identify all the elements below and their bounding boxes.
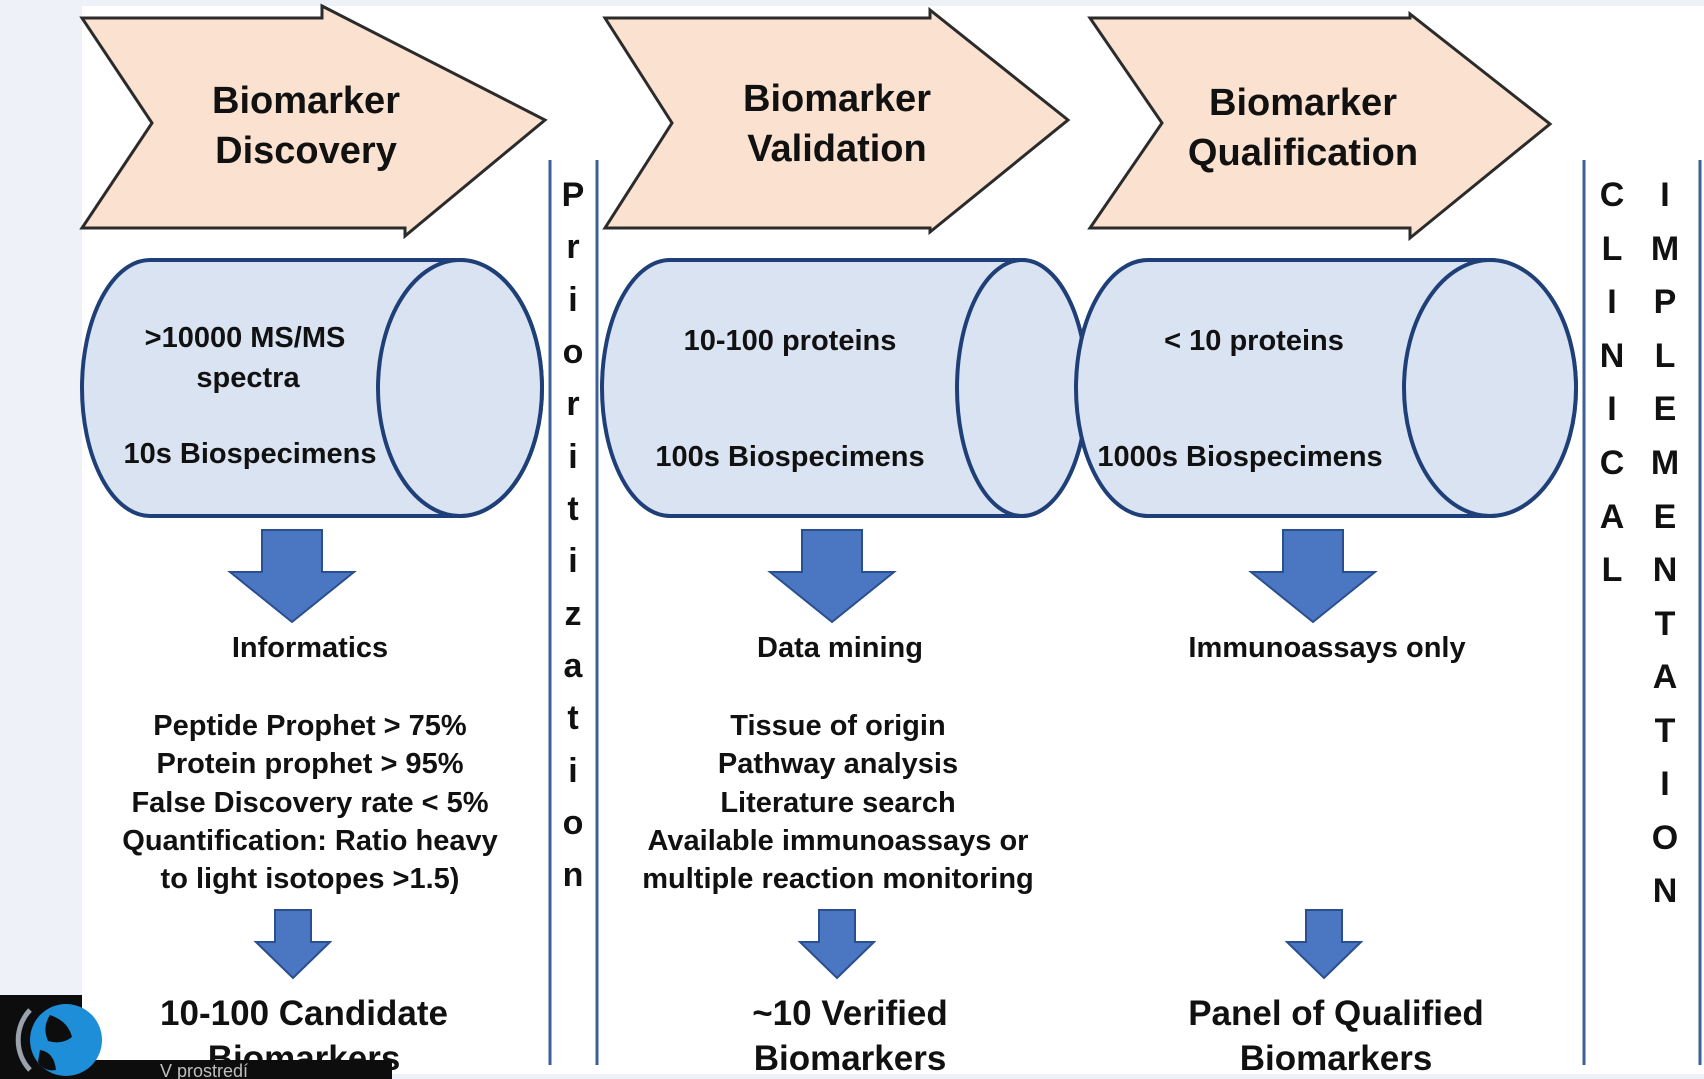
vertical-letter: I [1660, 176, 1669, 214]
globe-icon [15, 1004, 102, 1076]
detail-line: False Discovery rate < 5% [131, 787, 488, 819]
detail-line: Peptide Prophet > 75% [153, 710, 467, 742]
stage-title-line2: Discovery [215, 130, 397, 172]
vertical-letter: T [1655, 605, 1676, 643]
vertical-letter: o [563, 804, 584, 842]
cylinder-end [1402, 258, 1578, 518]
vertical-letter: i [568, 281, 577, 319]
detail-line: to light isotopes >1.5) [161, 863, 460, 895]
result-line1: 10-100 Candidate [160, 994, 448, 1033]
result-line1: ~10 Verified [752, 994, 948, 1033]
cylinder-end [955, 258, 1089, 518]
cylinder-discovery: >10000 MS/MS spectra 10s Biospecimens [80, 258, 544, 518]
cylinder-end [376, 258, 544, 518]
cylinder-qualification: < 10 proteins 1000s Biospecimens [1074, 258, 1578, 518]
result-line2: Biomarkers [1240, 1039, 1433, 1078]
stage-title-line1: Biomarker [1209, 82, 1397, 124]
watermark: V prostredí [0, 995, 392, 1079]
method-label: Informatics [232, 632, 388, 664]
vertical-letter: i [568, 438, 577, 476]
small-down-arrow [1284, 909, 1364, 980]
vertical-letter: t [567, 490, 578, 528]
stage-arrow-qualification: Biomarker Qualification [1087, 10, 1553, 242]
details-validation: Tissue of origin Pathway analysis Litera… [642, 710, 1034, 895]
detail-line: Literature search [720, 787, 955, 819]
method-label: Data mining [757, 632, 923, 664]
details-discovery: Peptide Prophet > 75% Protein prophet > … [122, 710, 497, 895]
method-label: Immunoassays only [1188, 632, 1465, 664]
result-line2: Biomarkers [754, 1039, 947, 1078]
vertical-letter: r [566, 228, 579, 266]
clinical-label: C L I N I C A L [1600, 176, 1625, 589]
detail-line: Available immunoassays or [648, 825, 1029, 857]
down-arrow [227, 529, 357, 624]
small-down-arrow [253, 909, 333, 980]
cylinder-validation: 10-100 proteins 100s Biospecimens [600, 258, 1089, 518]
vertical-letter: E [1654, 498, 1677, 536]
stage-title-line2: Qualification [1188, 132, 1418, 174]
vertical-letter: E [1654, 390, 1677, 428]
vertical-letter: z [565, 595, 582, 633]
vertical-letter: N [1653, 872, 1678, 910]
detail-line: Protein prophet > 95% [157, 748, 464, 780]
cylinder-bottom-text: 100s Biospecimens [655, 441, 924, 473]
vertical-letter: M [1651, 444, 1679, 482]
cylinder-bottom-text: 10s Biospecimens [123, 438, 376, 470]
vertical-letter: t [567, 699, 578, 737]
cylinder-top-line1: < 10 proteins [1164, 325, 1344, 357]
small-down-arrow [797, 909, 877, 980]
vertical-letter: T [1655, 712, 1676, 750]
vertical-letter: P [562, 176, 585, 214]
stage-arrow-discovery: Biomarker Discovery [79, 3, 548, 240]
cylinder-top-line1: 10-100 proteins [684, 325, 897, 357]
stage-title-line2: Validation [747, 128, 926, 170]
result-line1: Panel of Qualified [1188, 994, 1484, 1033]
vertical-letter: O [1652, 819, 1678, 857]
stage-arrow-validation: Biomarker Validation [602, 6, 1071, 236]
watermark-bar [82, 1060, 392, 1079]
chevron-shape [79, 3, 548, 240]
prioritization-label: P r i o r i t i z a t i o n [562, 176, 585, 894]
vertical-letter: L [1602, 230, 1623, 268]
vertical-letter: N [1600, 337, 1625, 375]
stage-title-line1: Biomarker [743, 78, 931, 120]
vertical-letter: a [564, 647, 584, 685]
vertical-letter: L [1602, 551, 1623, 589]
detail-line: Pathway analysis [718, 748, 958, 780]
vertical-letter: o [563, 333, 584, 371]
cylinder-top-line2: spectra [196, 362, 300, 394]
stage-title-line1: Biomarker [212, 80, 400, 122]
vertical-letter: P [1654, 283, 1677, 321]
detail-line: multiple reaction monitoring [642, 863, 1034, 895]
vertical-letter: C [1600, 444, 1625, 482]
vertical-letter: I [1660, 765, 1669, 803]
detail-line: Tissue of origin [730, 710, 945, 742]
vertical-letter: r [566, 385, 579, 423]
down-arrow [1248, 529, 1378, 624]
watermark-text: V prostredí [160, 1061, 248, 1079]
vertical-letter: i [568, 542, 577, 580]
down-arrow [767, 529, 897, 624]
vertical-letter: A [1653, 658, 1678, 696]
vertical-letter: I [1607, 390, 1616, 428]
vertical-letter: n [563, 856, 584, 894]
vertical-letter: L [1655, 337, 1676, 375]
cylinder-top-line1: >10000 MS/MS [145, 322, 346, 354]
implementation-label: I M P L E M E N T A T I O N [1651, 176, 1679, 910]
vertical-letter: i [568, 752, 577, 790]
detail-line: Quantification: Ratio heavy [122, 825, 497, 857]
vertical-letter: M [1651, 230, 1679, 268]
vertical-letter: C [1600, 176, 1625, 214]
vertical-letter: A [1600, 498, 1625, 536]
vertical-letter: I [1607, 283, 1616, 321]
chevron-shape [1087, 10, 1553, 242]
chevron-shape [602, 6, 1071, 236]
cylinder-bottom-text: 1000s Biospecimens [1097, 441, 1382, 473]
vertical-letter: N [1653, 551, 1678, 589]
